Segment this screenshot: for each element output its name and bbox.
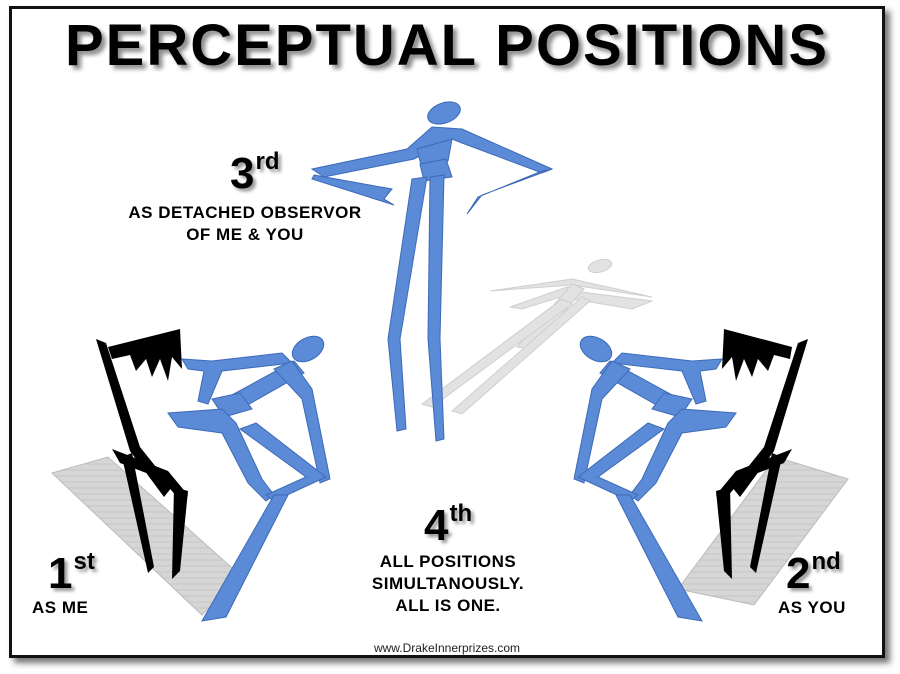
third-position-label: 3rd xyxy=(230,149,279,198)
second-position-caption: AS YOU xyxy=(778,598,846,617)
diagram-title: PERCEPTUAL POSITIONS xyxy=(64,13,830,78)
ghost-observer-figure xyxy=(420,258,654,415)
first-position-number: 1 xyxy=(48,549,73,598)
fourth-caption-line2: SIMULTANOUSLY. xyxy=(371,574,525,593)
fourth-position-number: 4 xyxy=(424,501,449,550)
first-position-caption: AS ME xyxy=(32,598,89,617)
second-position-label: 2nd xyxy=(786,549,841,598)
left-chair xyxy=(96,329,188,579)
fourth-position-caption: ALL POSITIONS SIMULTANOUSLY. ALL IS ONE. xyxy=(338,551,558,617)
third-position-number: 3 xyxy=(230,149,255,198)
diagram-frame: PERCEPTUAL POSITIONS xyxy=(9,6,885,658)
fourth-position-suffix: th xyxy=(449,500,473,527)
footer-website: www.DrakeInnerprizes.com xyxy=(373,641,521,655)
illustration xyxy=(51,101,849,622)
right-chair xyxy=(716,329,808,579)
fourth-caption-line1: ALL POSITIONS xyxy=(379,552,517,571)
third-caption-line2: OF ME & YOU xyxy=(186,225,304,244)
fourth-position-label: 4th xyxy=(424,501,472,550)
third-position-caption: AS DETACHED OBSERVOR OF ME & YOU xyxy=(100,202,390,246)
first-position-label: 1st xyxy=(48,549,95,598)
second-position-number: 2 xyxy=(786,549,811,598)
second-position-figure xyxy=(573,335,737,622)
third-position-suffix: rd xyxy=(255,148,280,175)
first-position-figure xyxy=(167,335,331,622)
third-caption-line1: AS DETACHED OBSERVOR xyxy=(128,203,362,222)
fourth-caption-line3: ALL IS ONE. xyxy=(395,596,501,615)
first-position-suffix: st xyxy=(73,548,95,575)
observer-figure xyxy=(310,101,554,442)
second-position-suffix: nd xyxy=(811,548,841,575)
